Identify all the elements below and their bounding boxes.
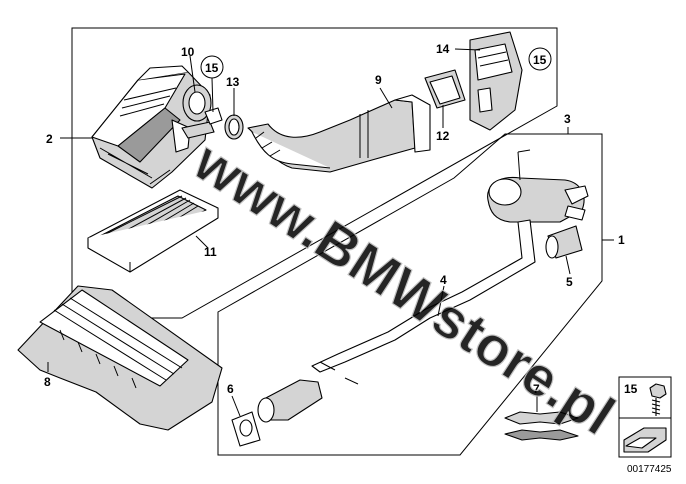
- intake-sleeve: [224, 114, 244, 140]
- callout-4: 4: [440, 273, 447, 287]
- air-duct: [469, 31, 523, 131]
- callout-13: 13: [226, 75, 240, 89]
- callout-12: 12: [436, 129, 450, 143]
- intake-pipe: [247, 94, 431, 173]
- callout-3: 3: [564, 112, 571, 126]
- exhaust-pipe: [311, 219, 536, 373]
- legend-box: [618, 376, 672, 458]
- callout-1: 1: [618, 233, 625, 247]
- callout-15-ring-b: [528, 47, 552, 71]
- callout-10: 10: [181, 45, 195, 59]
- bolt-icon: [649, 383, 667, 416]
- leader-lines: [47, 48, 614, 417]
- rear-silencer: [487, 149, 589, 223]
- image-number: 00177425: [627, 464, 672, 475]
- tailpipe-trim: [545, 225, 583, 259]
- air-filter-element: [87, 189, 219, 273]
- callout-9: 9: [375, 73, 382, 87]
- intake-group-frame: [71, 27, 558, 319]
- callout-15a: 15: [205, 61, 219, 75]
- rubber-seal: [424, 69, 466, 109]
- callout-2: 2: [46, 132, 53, 146]
- housing-clamp: [204, 107, 223, 125]
- callout-5: 5: [566, 275, 573, 289]
- callout-7: 7: [533, 382, 540, 396]
- callout-11: 11: [204, 245, 217, 259]
- mounting-set: [504, 411, 579, 441]
- exhaust-group-frame: [217, 133, 603, 456]
- watermark: www.BMWstore.pl: [183, 129, 626, 447]
- front-silencer: [231, 361, 359, 447]
- callout-15b: 15: [533, 53, 547, 67]
- callout-8: 8: [44, 375, 51, 389]
- arrow-icon: [623, 427, 667, 453]
- air-filter-housing: [91, 65, 215, 189]
- engine-cover: [17, 285, 223, 431]
- callout-15-ring-a: [200, 55, 224, 79]
- callout-14: 14: [436, 42, 450, 56]
- callout-15c: 15: [624, 382, 638, 396]
- callout-6: 6: [227, 382, 234, 396]
